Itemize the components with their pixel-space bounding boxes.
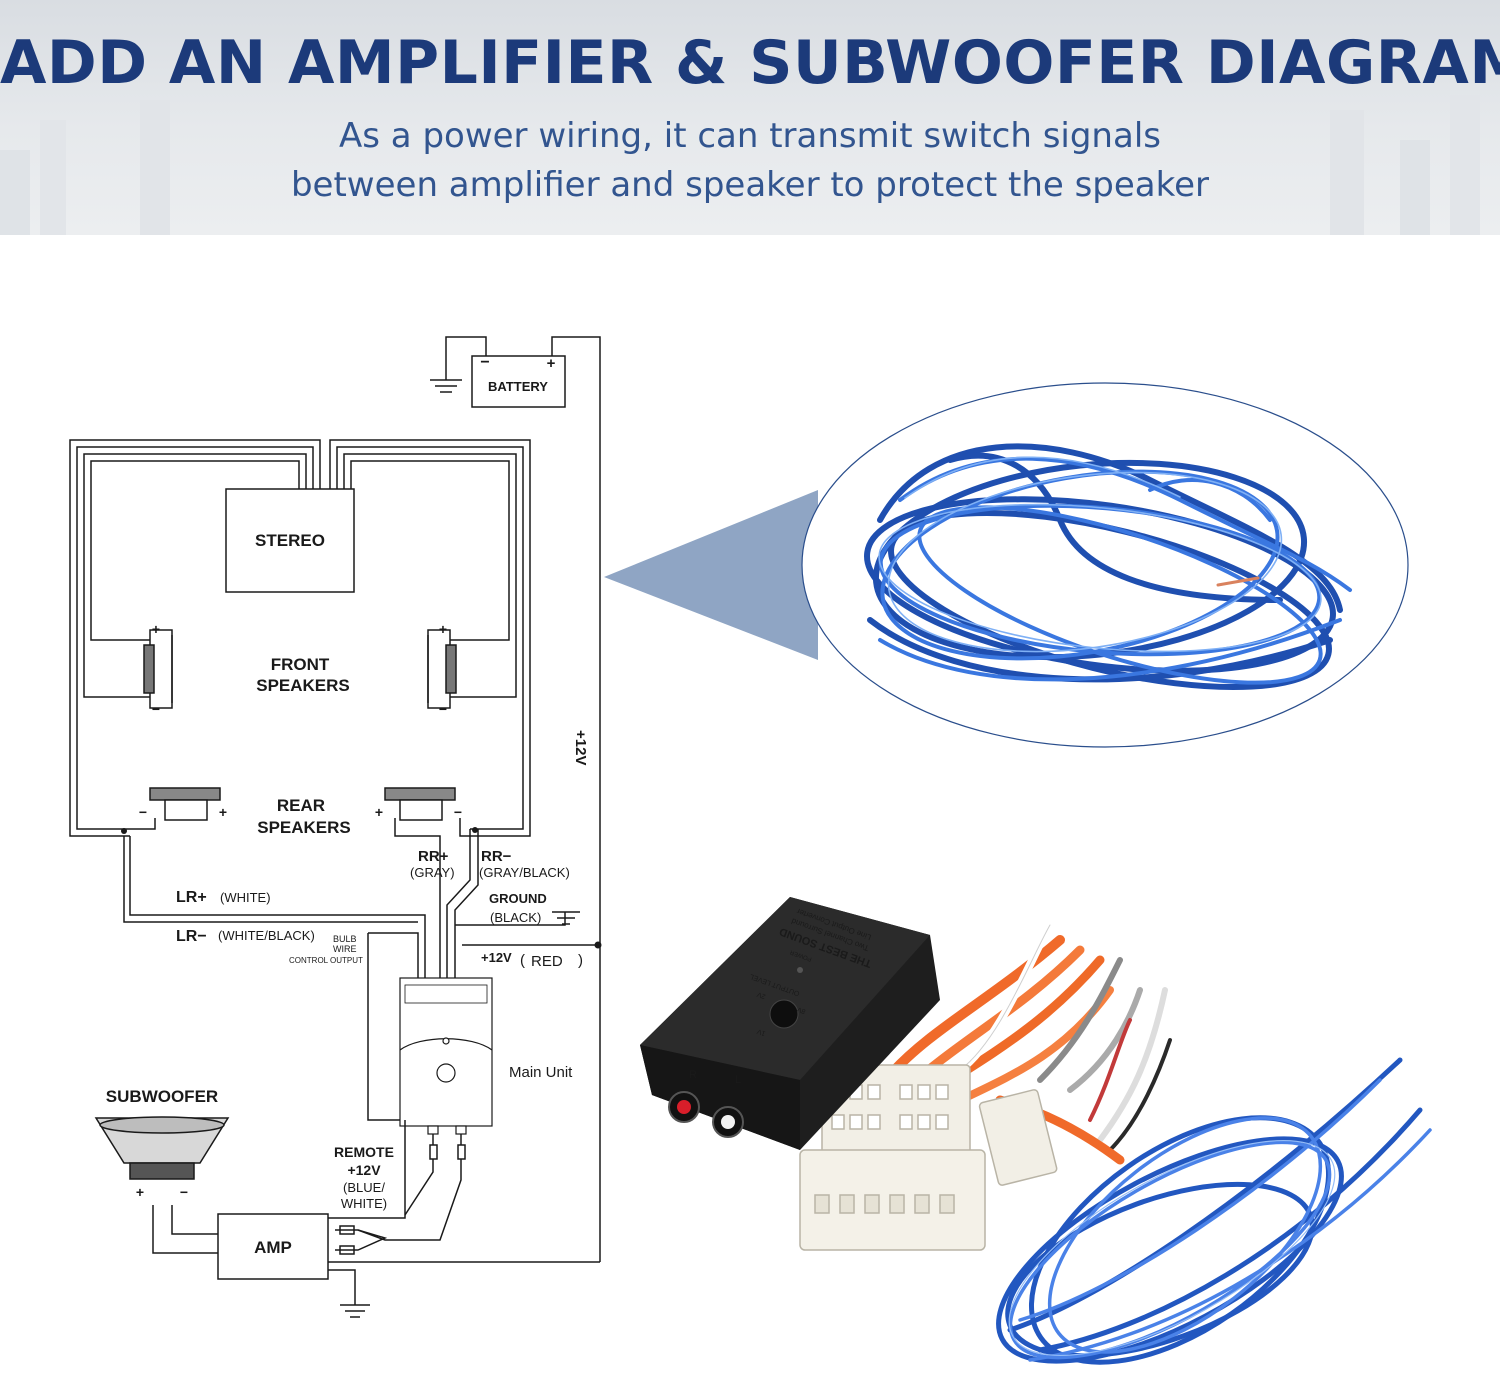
remote-label-line1: REMOTE xyxy=(334,1144,394,1160)
bulb-wire-label-line2: WIRE xyxy=(333,944,357,954)
amp-label: AMP xyxy=(254,1238,292,1257)
front-speakers-label-line1: FRONT xyxy=(271,655,330,674)
front-right-speaker xyxy=(427,629,457,709)
subwoofer-minus: − xyxy=(180,1184,188,1200)
small-connector xyxy=(978,1089,1058,1186)
rr-minus-color: (GRAY/BLACK) xyxy=(479,865,570,880)
ground-color: (BLACK) xyxy=(490,910,541,925)
front-right-plus: + xyxy=(439,621,447,637)
front-right-minus: − xyxy=(439,701,447,717)
white-connector-bottom xyxy=(799,1149,986,1251)
front-left-plus: + xyxy=(152,621,160,637)
orange-wire-harness xyxy=(885,921,1172,1165)
wiring-diagram: BATTERY − + STEREO xyxy=(69,336,1432,1365)
bulb-wire-label-line1: BULB xyxy=(333,934,357,944)
remote-label-line3: (BLUE/ xyxy=(343,1180,385,1195)
line-output-converter-device xyxy=(640,897,940,1150)
amp-power-ground xyxy=(328,1261,600,1318)
rear-right-plus: + xyxy=(375,804,383,820)
plus-12v-red-label: +12V xyxy=(481,950,512,965)
battery-wires xyxy=(445,336,601,1262)
battery-minus-label: − xyxy=(480,354,489,371)
speaker-wire-loops xyxy=(69,439,600,980)
header-background-bars xyxy=(0,95,1480,235)
rr-minus-label: RR− xyxy=(481,848,512,865)
plus-12v-vertical-label: +12V xyxy=(572,730,589,765)
junction-dot xyxy=(594,941,602,949)
control-output-label: CONTROL OUTPUT xyxy=(289,956,363,965)
front-left-minus: − xyxy=(152,701,160,717)
product-photo: THE BEST SOUND Two Channel Surround Line… xyxy=(640,897,1432,1365)
device-level-1v: 1V xyxy=(756,1027,767,1037)
main-unit-label: Main Unit xyxy=(509,1064,573,1081)
ground-symbol-battery xyxy=(430,379,462,393)
rr-plus-color: (GRAY) xyxy=(410,865,455,880)
lr-plus-color: (WHITE) xyxy=(220,890,271,905)
callout-pointer xyxy=(604,490,818,660)
lr-minus-label: LR− xyxy=(176,928,207,945)
main-unit-diagram xyxy=(399,977,493,1135)
subwoofer-label: SUBWOOFER xyxy=(106,1087,218,1106)
rear-left-plus: + xyxy=(219,804,227,820)
device-port-r: R xyxy=(689,1069,697,1081)
lr-minus-color: (WHITE/BLACK) xyxy=(218,928,315,943)
junction-dot xyxy=(472,827,478,833)
rear-right-speaker xyxy=(384,787,456,821)
remote-label-line4: WHITE) xyxy=(341,1196,387,1211)
page-title: ADD AN AMPLIFIER & SUBWOOFER DIAGRAM xyxy=(0,28,1500,98)
battery-plus-label: + xyxy=(547,355,556,372)
remote-label-line2: +12V xyxy=(347,1162,381,1178)
subwoofer xyxy=(94,1116,230,1180)
amp: AMP xyxy=(217,1213,329,1280)
blue-wire-coil-image xyxy=(864,443,1352,691)
junction-dot xyxy=(121,828,127,834)
subtitle-line-1: As a power wiring, it can transmit switc… xyxy=(339,116,1161,156)
rr-plus-label: RR+ xyxy=(418,848,449,865)
rear-left-minus: − xyxy=(139,804,147,820)
device-port-l: L xyxy=(735,1074,741,1086)
subwoofer-plus: + xyxy=(136,1184,144,1200)
red-paren-close: ) xyxy=(578,952,583,969)
rear-speakers-label-line2: SPEAKERS xyxy=(257,818,351,837)
lr-plus-label: LR+ xyxy=(176,889,207,906)
battery-label: BATTERY xyxy=(488,379,548,394)
red-label: RED xyxy=(531,953,563,970)
red-paren-open: ( xyxy=(520,952,525,969)
rca-cables xyxy=(328,1120,466,1255)
ground-label: GROUND xyxy=(489,891,547,906)
device-level-8v: 8V xyxy=(796,1005,807,1015)
rear-speakers-label-line1: REAR xyxy=(277,796,325,815)
ground-symbol-main xyxy=(552,911,580,925)
header-banner: ADD AN AMPLIFIER & SUBWOOFER DIAGRAM As … xyxy=(0,0,1500,235)
device-level-2v: 2V xyxy=(756,990,767,1000)
front-speakers-label-line2: SPEAKERS xyxy=(256,676,350,695)
rear-left-speaker xyxy=(149,787,221,821)
white-connector-top xyxy=(821,1064,971,1156)
subtitle-line-2: between amplifier and speaker to protect… xyxy=(290,165,1210,205)
blue-wire-coil-photo xyxy=(996,1057,1432,1365)
subwoofer-wires xyxy=(152,1205,218,1254)
front-left-speaker xyxy=(143,629,173,709)
stereo-label: STEREO xyxy=(255,531,325,550)
stereo-unit: STEREO xyxy=(225,488,355,593)
battery: BATTERY − + xyxy=(471,354,566,408)
rear-right-minus: − xyxy=(454,804,462,820)
